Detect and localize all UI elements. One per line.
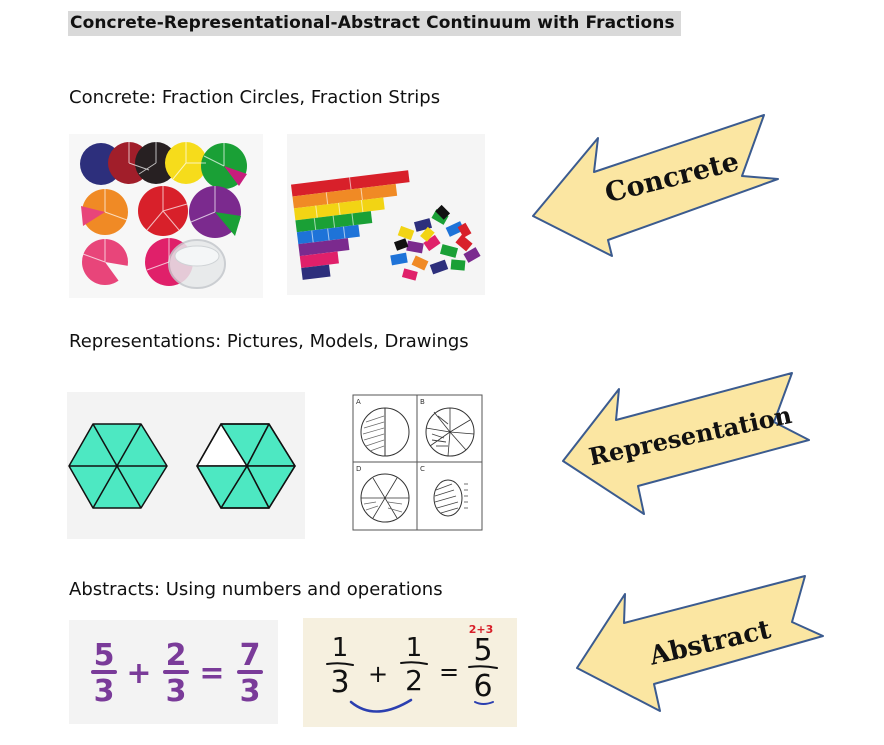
typed-equation-image: 5 3 + 2 3 = 7 3 [69,620,278,724]
hand-denominator-2: 2 [405,664,423,697]
hand-numerator-3: 5 [473,633,492,668]
hand-hint-sum: 2+3 [469,623,494,636]
cross-multiply-arc [349,698,413,713]
hand-equals: = [439,658,459,686]
handwritten-equation-image: 1 3 + 1 2 = 5 6 2+3 [303,618,517,727]
document-title: Concrete-Representational-Abstract Conti… [68,11,681,36]
fraction-strips-photo [287,134,485,295]
section-label-abstracts: Abstracts: Using numbers and operations [69,579,443,600]
hand-numerator-1: 1 [332,633,349,663]
concrete-arrow: Concrete [530,112,782,257]
typed-numerator-1: 5 [94,638,115,673]
sketch-label-c: C [420,465,425,473]
typed-plus: + [126,656,151,691]
typed-denominator-2: 3 [166,674,187,709]
section-label-representations: Representations: Pictures, Models, Drawi… [69,331,469,352]
hand-plus: + [368,660,388,688]
abstract-arrow: Abstract [574,574,826,714]
typed-numerator-3: 7 [240,638,261,673]
typed-equals: = [199,656,224,691]
hand-denominator-1: 3 [330,665,349,700]
sketch-label-a: A [356,398,361,406]
typed-denominator-3: 3 [240,674,261,709]
sketch-label-b: B [420,398,425,406]
sketch-label-d: D [356,465,361,473]
hexagon-models-picture [67,392,305,539]
hand-denominator-3: 6 [473,669,492,704]
representation-arrow: Representation [560,371,812,516]
typed-denominator-1: 3 [94,674,115,709]
hand-numerator-2: 1 [406,633,423,663]
hand-drawn-circles-sketch: A B D C [352,394,483,531]
section-label-concrete: Concrete: Fraction Circles, Fraction Str… [69,87,441,108]
typed-numerator-2: 2 [166,638,187,673]
fraction-circles-photo [69,134,263,298]
